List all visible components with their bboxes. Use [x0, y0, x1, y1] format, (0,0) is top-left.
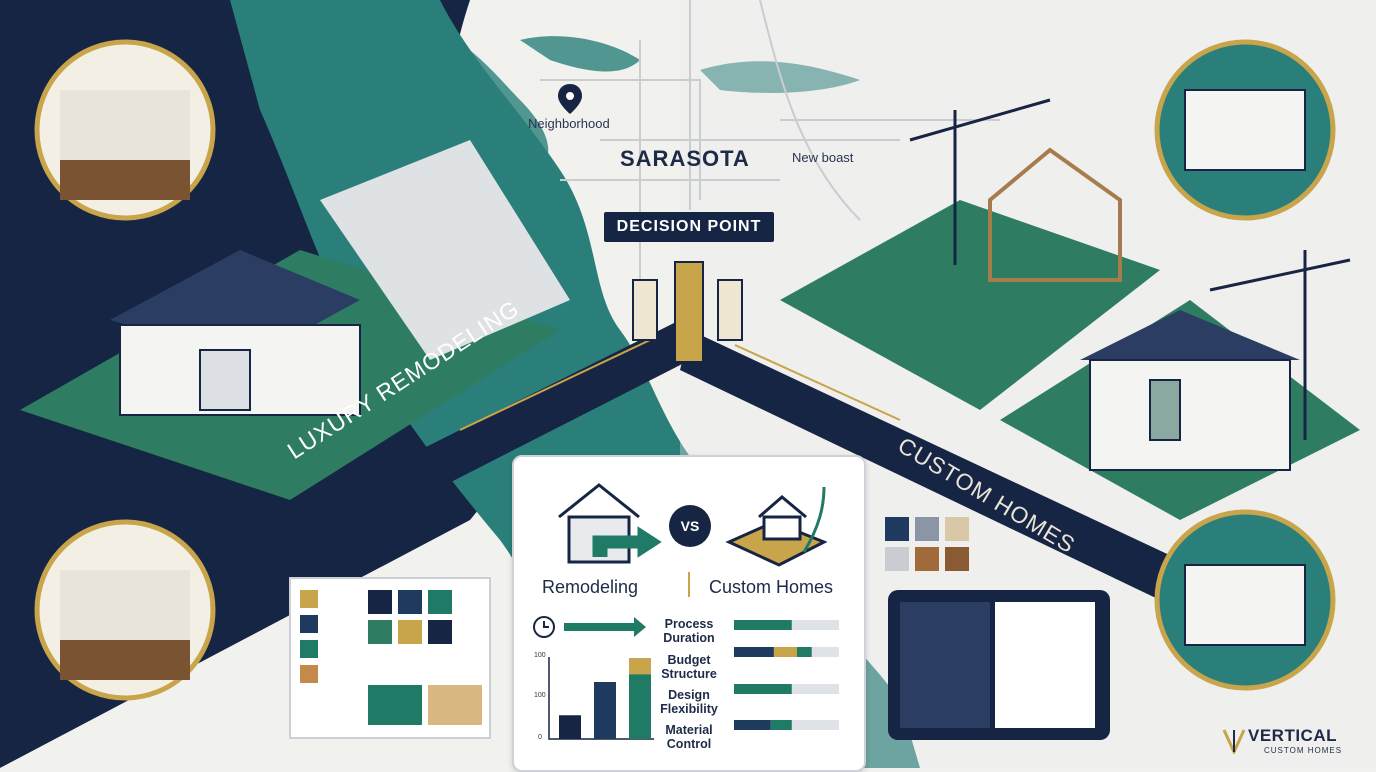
chart-axis	[548, 657, 654, 740]
brand-logo-icon	[1222, 729, 1246, 754]
city-label: SARASOTA	[620, 146, 750, 171]
metric-segment	[797, 647, 812, 657]
metric-segment	[773, 647, 797, 657]
home-medallion-bottom	[1154, 509, 1336, 691]
brand-name: VERTICAL	[1248, 726, 1337, 745]
metric-segment	[734, 647, 774, 657]
design-tablet	[888, 590, 1110, 740]
remodel-bar-chart	[548, 657, 654, 740]
material-swatches-right	[885, 517, 969, 571]
crane-2	[1209, 250, 1351, 440]
material-board-left	[289, 577, 491, 739]
metric-budget-structure: Budget Structure	[661, 653, 717, 681]
framing-illustration	[988, 147, 1122, 282]
metric-bars	[734, 620, 839, 730]
chart-bar	[629, 658, 651, 739]
remodel-house-illustration	[110, 250, 361, 416]
axis-tick-top: 100	[534, 652, 546, 659]
metric-process-duration: Process Duration	[663, 617, 715, 645]
clock-icon	[533, 616, 555, 638]
metric-segment	[734, 684, 792, 694]
road-right	[680, 330, 1180, 600]
chart-bar	[559, 715, 581, 739]
decision-point-banner: DECISION POINT	[604, 212, 774, 242]
coast-islands	[420, 20, 860, 170]
custom-house-illustration	[1080, 310, 1300, 471]
duration-arrow	[564, 617, 646, 637]
crane-1	[909, 98, 1051, 265]
map-streets	[540, 0, 1000, 300]
remodeling-title: Remodeling	[542, 577, 639, 597]
metric-segment	[770, 720, 792, 730]
metric-design-flexibility: Design Flexibility	[660, 688, 718, 716]
vs-badge: VS	[669, 505, 711, 547]
chart-bar-cap	[629, 658, 651, 675]
custom-build-icon	[725, 486, 828, 567]
comparison-icons	[533, 483, 839, 740]
axis-tick-mid: 100	[534, 692, 546, 699]
remodel-patio	[320, 140, 570, 360]
metric-segment	[734, 620, 792, 630]
road-right-marking	[734, 344, 901, 421]
axis-tick-bottom: 0	[538, 734, 542, 741]
decision-pillars	[632, 261, 743, 363]
comparison-card: VS Remodeling Custom Homes 100 100 0 Pro…	[512, 455, 866, 772]
location-pin-icon	[558, 84, 582, 114]
custom-homes-title: Custom Homes	[709, 577, 834, 597]
brand-tagline: CUSTOM HOMES	[1264, 746, 1343, 755]
custom-home-lot-back	[780, 200, 1160, 410]
remodel-house-icon	[558, 483, 662, 564]
chart-bar	[594, 682, 616, 739]
area-label: New boast	[792, 150, 854, 165]
home-medallion-top	[1154, 39, 1336, 221]
kitchen-medallion-top	[34, 39, 216, 221]
road-left-marking	[459, 339, 651, 431]
kitchen-medallion-bottom	[34, 519, 216, 701]
metric-segment	[734, 720, 771, 730]
neighborhood-label: Neighborhood	[528, 116, 610, 131]
metric-material-control: Material Control	[665, 723, 713, 751]
road-left	[200, 320, 690, 600]
